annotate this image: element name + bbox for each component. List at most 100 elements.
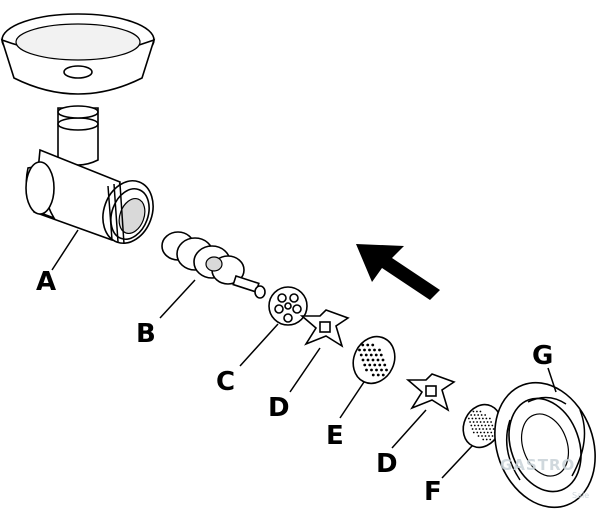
label-e: E (326, 421, 344, 451)
plate-hole (375, 368, 378, 372)
plate-hole (483, 421, 485, 423)
plate-hole (476, 421, 478, 423)
plate-hole (484, 414, 487, 416)
plate-hole (480, 414, 483, 416)
plate-hole (368, 363, 372, 367)
watermark-sub: Sale (572, 491, 589, 500)
plate-hole (485, 428, 488, 430)
plate-hole (469, 421, 471, 423)
plate-hole (480, 424, 483, 427)
plate-hole (371, 358, 375, 362)
plate-hole (485, 417, 488, 420)
plate-hole (361, 358, 365, 362)
plate-hole (472, 421, 475, 423)
plate-hole (481, 435, 483, 437)
part-d-cutting-blade-1 (299, 309, 350, 348)
plate-hole (376, 358, 380, 362)
plate-hole (479, 421, 482, 423)
plate-hole (358, 348, 361, 352)
part-f-finest-plate (462, 403, 502, 449)
plate-hole (476, 410, 478, 413)
plate-hole (380, 368, 383, 372)
plate-hole (486, 421, 489, 423)
label-b: B (136, 319, 156, 349)
plate-hole (475, 428, 477, 430)
plate-hole (486, 431, 489, 434)
plate-hole (483, 431, 486, 434)
label-f: F (424, 477, 442, 507)
plate-hole (473, 424, 476, 427)
part-d-cutting-blade-2 (405, 373, 456, 412)
leader-line-a (51, 229, 79, 271)
plate-hole (482, 428, 484, 430)
plate-hole (363, 348, 366, 352)
plate-hole (488, 417, 491, 420)
plate-hole (471, 417, 474, 420)
plate-hole (373, 363, 377, 367)
plate-hole (369, 353, 373, 357)
plate-hole (383, 363, 387, 367)
plate-hole (381, 358, 385, 362)
plate-hole (365, 368, 368, 372)
leader-line-f (441, 445, 473, 479)
plate-hole (481, 417, 484, 420)
plate-hole (470, 414, 473, 416)
plate-hole (366, 343, 370, 347)
leader-line-d-1 (289, 347, 321, 393)
plate-hole (491, 435, 494, 437)
plate-hole (371, 373, 375, 377)
plate-hole (490, 431, 493, 434)
plate-hole (376, 373, 380, 377)
plate-hole (479, 410, 482, 413)
plate-hole (492, 428, 495, 430)
plate-hole (489, 438, 492, 441)
plate-hole (471, 428, 474, 430)
leader-line-c (239, 323, 279, 367)
plate-hole (484, 424, 487, 427)
plate-hole (491, 424, 494, 427)
leader-line-g (547, 367, 557, 393)
plate-hole (373, 348, 376, 352)
plate-hole (467, 417, 470, 420)
label-a: A (36, 267, 56, 297)
plate-hole (477, 435, 480, 437)
plate-hole (378, 348, 381, 352)
leader-line-e (339, 381, 365, 419)
plate-hole (470, 424, 473, 427)
label-d-1: D (268, 393, 290, 423)
plate-hole (478, 417, 481, 420)
plate-hole (370, 368, 373, 372)
label-d-2: D (376, 449, 398, 479)
plate-hole (479, 431, 482, 434)
plate-hole (474, 417, 477, 420)
plate-hole (359, 353, 363, 357)
plate-hole (472, 410, 475, 413)
plate-hole (361, 343, 365, 347)
plate-hole (381, 373, 385, 377)
plate-hole (487, 424, 490, 427)
label-c: C (216, 367, 235, 397)
plate-hole (484, 435, 487, 437)
plate-hole (489, 428, 491, 430)
part-g-ring-nut (494, 381, 596, 509)
watermark-logo: GASTRO Sale (500, 456, 589, 500)
plate-hole (482, 438, 485, 441)
plate-hole (478, 428, 481, 430)
leader-line-b (159, 279, 196, 319)
plate-hole (378, 363, 382, 367)
plate-hole (364, 353, 368, 357)
plate-hole (379, 353, 383, 357)
plate-hole (472, 431, 475, 434)
plate-hole (366, 358, 370, 362)
plate-hole (371, 343, 375, 347)
plate-hole (473, 414, 476, 416)
part-e-fine-plate (352, 335, 396, 385)
plate-hole (488, 435, 490, 437)
plate-hole (374, 353, 378, 357)
watermark-text: GASTRO (500, 456, 575, 474)
label-g: G (532, 341, 553, 371)
plate-hole (363, 363, 367, 367)
assembly-direction-arrow (356, 244, 440, 300)
plate-hole (476, 431, 479, 434)
